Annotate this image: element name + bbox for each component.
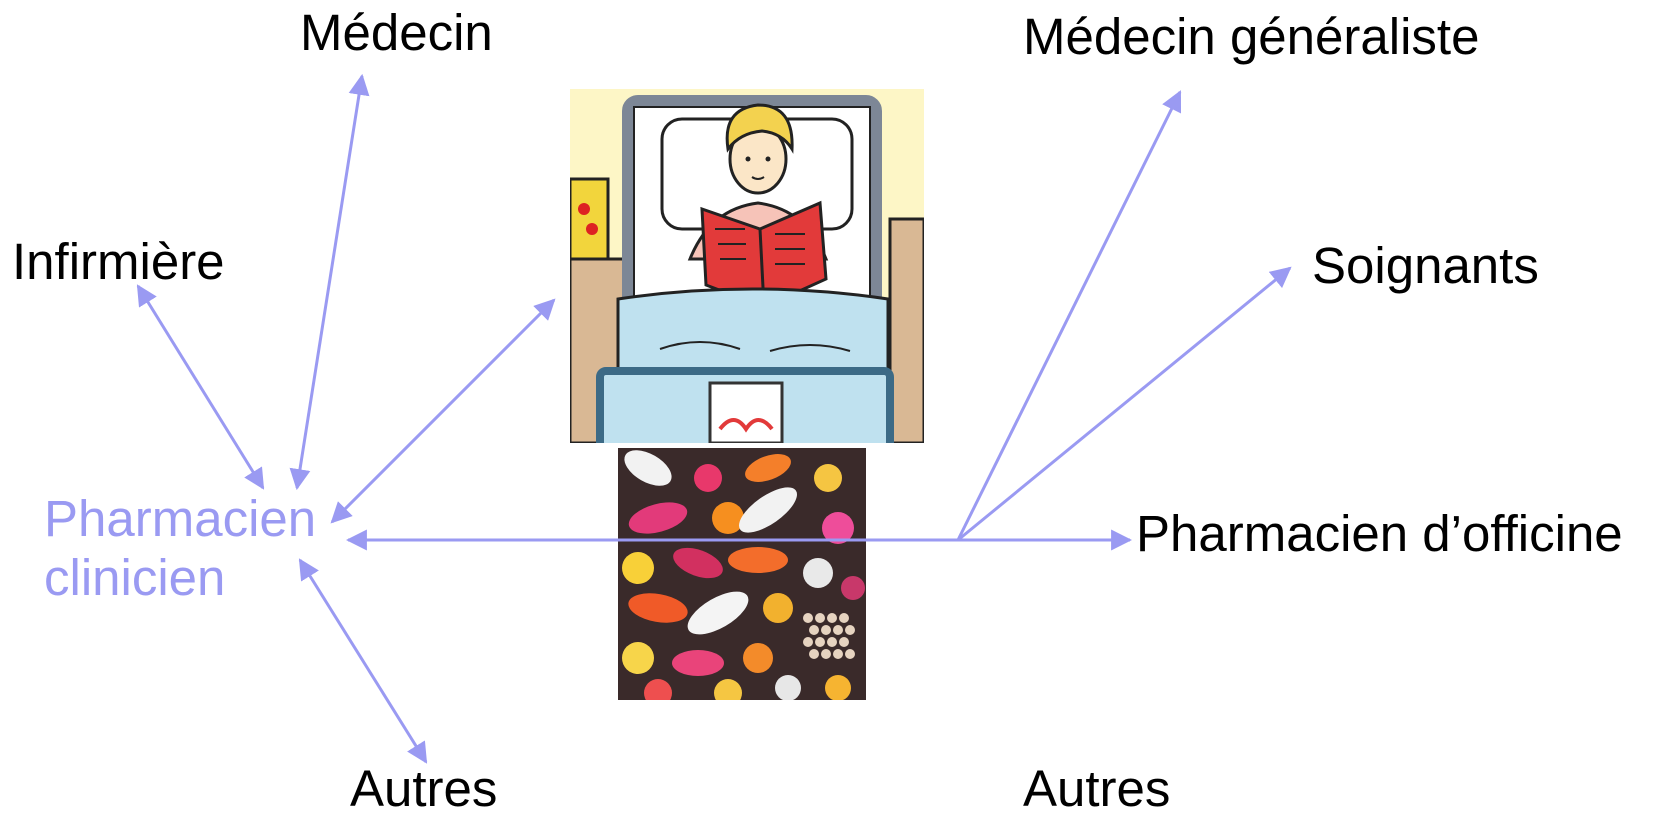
arrow-hub-medecin-generaliste [958, 92, 1180, 540]
arrow-pharmacien-medecin [297, 76, 362, 488]
arrow-pharmacien-patient [332, 300, 554, 522]
arrow-pharmacien-infirmiere [138, 286, 263, 488]
arrow-hub-soignants [958, 268, 1290, 540]
arrow-pharmacien-autres [300, 560, 426, 762]
